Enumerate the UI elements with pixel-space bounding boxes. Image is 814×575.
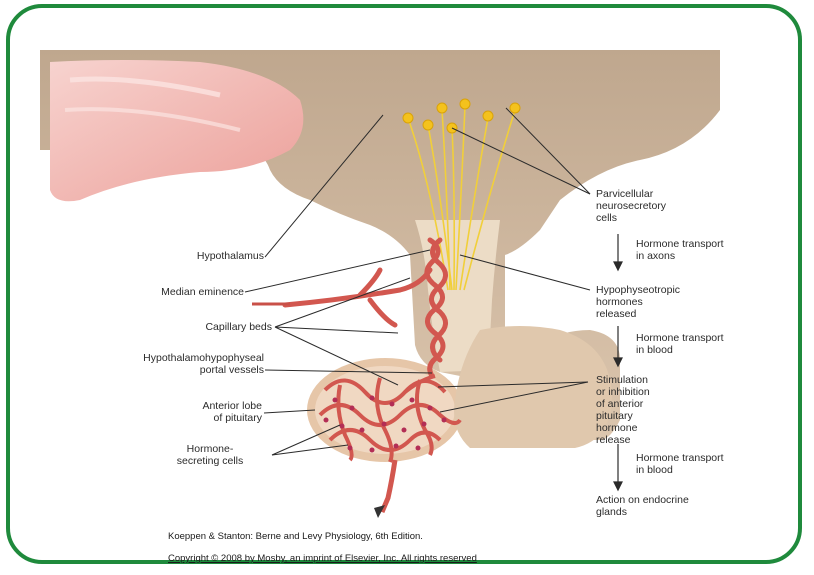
label-transport-axons: Hormone transport in axons [636,238,724,262]
label-stimulation-inhibition: Stimulation or inhibition of anterior pi… [596,374,650,446]
label-hormone-secreting-cells: Hormone- secreting cells [150,443,270,467]
credit-text: Koeppen & Stanton: Berne and Levy Physio… [168,520,477,575]
label-parvicellular-cells: Parvicellular neurosecretory cells [596,188,666,224]
posterior-lobe [454,326,612,448]
label-hypothalamus: Hypothalamus [130,250,264,262]
label-hypophyseotropic-hormones: Hypophyseotropic hormones released [596,284,680,320]
label-median-eminence: Median eminence [100,286,244,298]
credit-line-2: Copyright © 2008 by Mosby, an imprint of… [168,553,477,564]
label-capillary-beds: Capillary beds [130,321,272,333]
efferent-vein [382,460,395,512]
label-transport-blood-1: Hormone transport in blood [636,332,724,356]
credit-line-1: Koeppen & Stanton: Berne and Levy Physio… [168,531,477,542]
label-transport-blood-2: Hormone transport in blood [636,452,724,476]
label-portal-vessels: Hypothalamohypophyseal portal vessels [60,352,264,376]
label-action-endocrine: Action on endocrine glands [596,494,689,518]
label-anterior-lobe: Anterior lobe of pituitary [150,400,262,424]
